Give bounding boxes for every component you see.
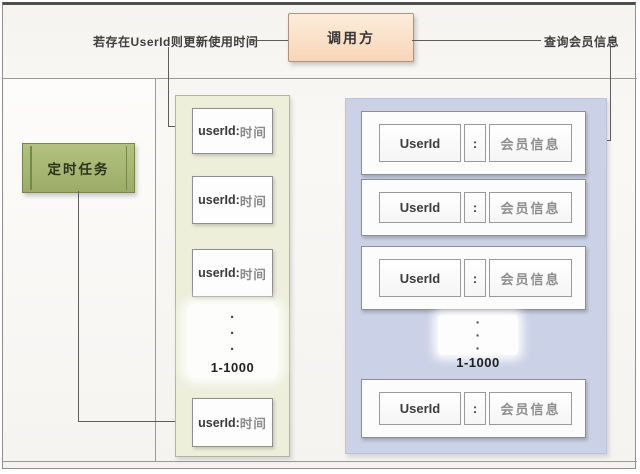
connector-task-horizontal — [78, 421, 182, 422]
time-entry-value: 时间 — [239, 267, 267, 282]
time-entry-key: userId: — [198, 415, 240, 430]
member-cache-row: UserId : 会员信息 — [361, 379, 586, 438]
ellipsis-dot: · — [230, 309, 235, 326]
member-separator-box: : — [464, 392, 486, 425]
member-separator-box: : — [464, 124, 486, 162]
member-cache-row: UserId : 会员信息 — [361, 179, 586, 236]
time-entry-key: userId: — [198, 193, 240, 207]
time-cache-entry: userId:时间 — [192, 398, 273, 447]
scheduled-task-box: 定时任务 — [22, 143, 135, 193]
time-entry-value: 时间 — [239, 125, 267, 140]
ellipsis-dot: · — [475, 340, 481, 356]
ellipsis-dot: · — [475, 314, 481, 330]
time-cache-entry: userId:时间 — [192, 108, 273, 154]
ellipsis-dot: · — [230, 341, 235, 358]
member-value-box: 会员信息 — [489, 259, 572, 297]
process-bar-left — [30, 146, 32, 190]
member-value-box: 会员信息 — [489, 124, 572, 162]
bottom-inner-divider — [3, 461, 637, 462]
member-value-box: 会员信息 — [489, 392, 572, 425]
process-bar-right — [125, 146, 127, 190]
member-cache-row: UserId : 会员信息 — [361, 246, 586, 310]
left-column-divider — [155, 78, 156, 461]
time-entry-key: userId: — [198, 124, 240, 138]
connector-update-vertical — [168, 47, 169, 127]
member-value-box: 会员信息 — [489, 192, 572, 223]
connector-task-vertical — [78, 191, 79, 422]
time-entry-value: 时间 — [239, 417, 267, 431]
member-key-box: UserId — [379, 192, 461, 223]
member-cache-range-label: 1-1000 — [456, 355, 500, 370]
time-cache-ellipsis: · · · 1-1000 — [187, 304, 278, 378]
member-separator-box: : — [464, 259, 486, 297]
connector-query-vertical — [610, 47, 611, 141]
time-cache-panel: userId:时间 userId:时间 userId:时间 · · · 1-10… — [175, 95, 290, 457]
time-cache-range-label: 1-1000 — [210, 360, 255, 375]
query-label: 查询会员信息 — [544, 35, 620, 49]
condition-label: 若存在UserId则更新使用时间 — [93, 35, 259, 49]
top-band-divider — [3, 78, 637, 79]
left-lane-background — [4, 79, 155, 460]
time-cache-entry: userId:时间 — [192, 249, 273, 297]
scheduled-task-label: 定时任务 — [47, 162, 110, 177]
ellipsis-dot: · — [230, 325, 235, 342]
member-key-box: UserId — [379, 259, 461, 297]
time-cache-entry: userId:时间 — [192, 176, 273, 224]
member-key-box: UserId — [379, 124, 461, 162]
time-entry-value: 时间 — [239, 194, 267, 209]
caller-box: 调用方 — [288, 13, 414, 62]
member-cache-row: UserId : 会员信息 — [361, 111, 586, 175]
ellipsis-dot: · — [475, 327, 481, 343]
member-separator-box: : — [464, 192, 486, 223]
connector-condition-to-caller — [251, 40, 288, 41]
connector-caller-to-query — [412, 40, 541, 41]
time-entry-key: userId: — [198, 266, 240, 280]
member-cache-ellipsis: · · · — [438, 315, 518, 355]
member-cache-panel: UserId : 会员信息 UserId : 会员信息 UserId : 会员信… — [345, 98, 607, 454]
member-key-box: UserId — [379, 392, 461, 425]
